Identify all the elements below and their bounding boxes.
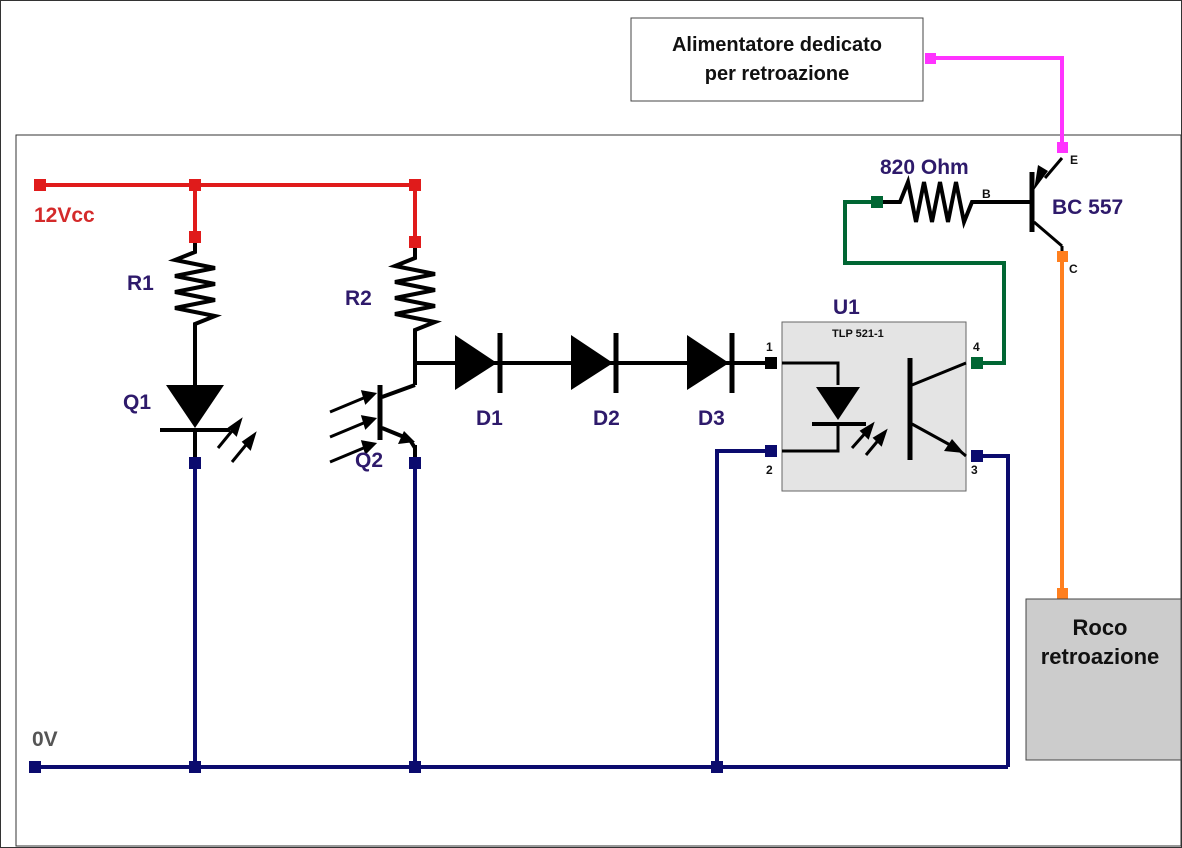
inner-frame <box>15 134 1182 847</box>
q2-label: Q2 <box>355 449 383 472</box>
q2-phototransistor <box>329 363 417 464</box>
supply-label: 12Vcc <box>34 204 95 227</box>
r1-resistor <box>168 243 222 385</box>
power-supply-label-line1: Alimentatore dedicato <box>672 34 882 56</box>
d1-diode <box>455 335 497 390</box>
d3-diode <box>687 335 729 390</box>
bc557-emitter-pin: E <box>1070 153 1078 167</box>
d2-label: D2 <box>593 407 620 430</box>
roco-box <box>1025 598 1182 761</box>
u1-pin-4: 4 <box>973 340 980 354</box>
diode-string <box>415 333 770 393</box>
feedback-wire <box>843 196 1006 365</box>
d2-diode <box>571 335 613 390</box>
u1-pin-1: 1 <box>766 340 773 354</box>
ground-nodes <box>29 457 723 773</box>
supply-rail <box>40 183 420 242</box>
resistor-820-ohm <box>883 175 1030 229</box>
power-supply-box <box>630 17 924 102</box>
u1-pin-2: 2 <box>766 463 773 477</box>
r1-label: R1 <box>127 272 154 295</box>
u1-optocoupler <box>781 321 967 492</box>
supply-nodes <box>34 179 421 248</box>
bc557-base-pin: B <box>982 187 991 201</box>
q1-label: Q1 <box>123 391 151 414</box>
q1-led <box>160 385 257 463</box>
u1-pins <box>765 357 983 462</box>
r2-label: R2 <box>345 287 372 310</box>
d1-label: D1 <box>476 407 503 430</box>
collector-wire <box>1057 251 1068 599</box>
roco-label-line1: Roco <box>1073 615 1128 640</box>
u1-pin-3: 3 <box>971 463 978 477</box>
bc557-label: BC 557 <box>1052 196 1123 219</box>
r2-resistor <box>388 248 442 363</box>
ground-label: 0V <box>32 728 58 751</box>
u1-part-number: TLP 521-1 <box>832 328 884 340</box>
ground-rail <box>35 449 1010 769</box>
bc557-collector-pin: C <box>1069 262 1078 276</box>
u1-label: U1 <box>833 296 860 319</box>
emitter-wire <box>925 53 1068 153</box>
power-supply-label-line2: per retroazione <box>705 63 849 85</box>
roco-label-line2: retroazione <box>1041 644 1160 669</box>
d3-label: D3 <box>698 407 725 430</box>
resistor-820-label: 820 Ohm <box>880 156 969 179</box>
bc557-transistor <box>1029 157 1064 256</box>
